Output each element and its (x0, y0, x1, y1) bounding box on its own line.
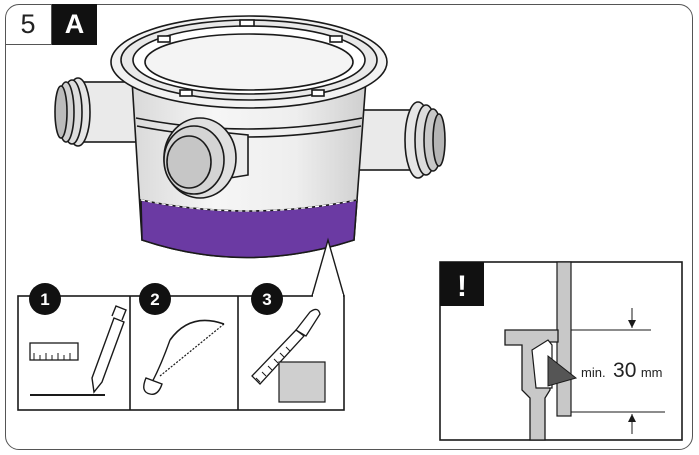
variant-label: A (52, 4, 97, 45)
tool-3-number: 3 (262, 290, 271, 309)
tool-file-sandpaper: 3 (251, 283, 326, 403)
pointer-arrow (547, 354, 578, 387)
tool-ruler-pencil: 1 (29, 283, 127, 396)
warning-detail: ! min. 30 mm (439, 261, 683, 441)
tool-2-number: 2 (150, 290, 159, 309)
step-number: 5 (5, 4, 52, 45)
tool-1-number: 1 (40, 290, 49, 309)
front-pipe (163, 117, 249, 199)
tool-hacksaw: 2 (139, 283, 225, 395)
tools-panel: 1 2 3 (17, 283, 345, 411)
callout-pointer (311, 237, 345, 297)
warning-badge (440, 262, 484, 306)
gully-drawing (54, 15, 446, 259)
warning-icon: ! (457, 270, 467, 303)
dimension-label: min. 30 mm (581, 359, 663, 382)
right-pipe (349, 101, 446, 179)
